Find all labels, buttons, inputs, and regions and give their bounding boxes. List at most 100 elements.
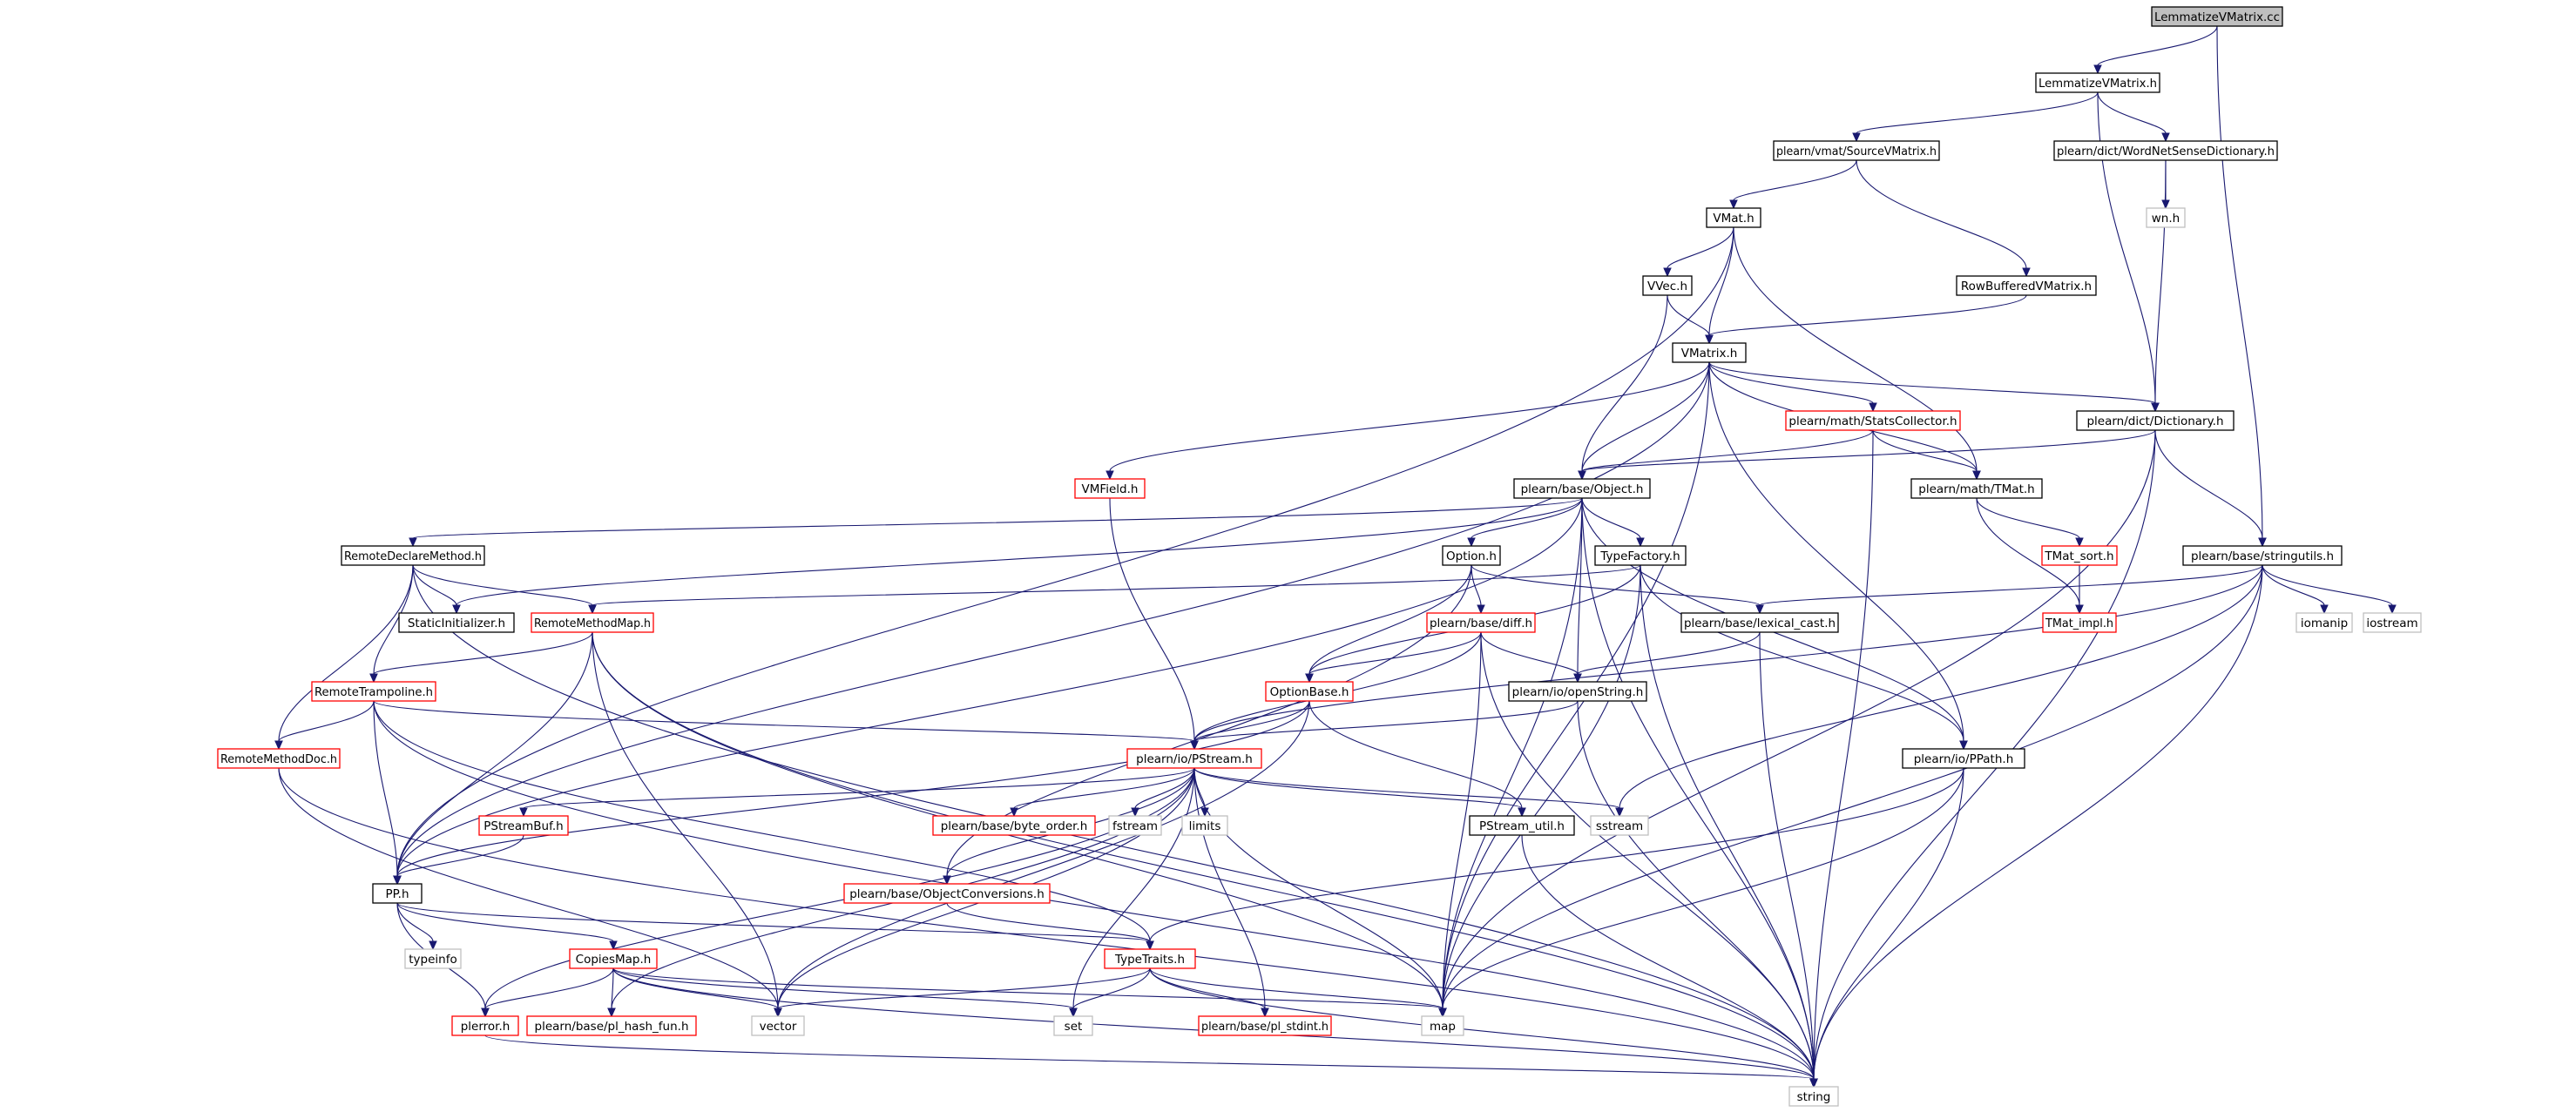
node-plerror[interactable]: plerror.h	[451, 1015, 519, 1036]
node-box	[1442, 545, 1501, 566]
node-source-vmatrix[interactable]: plearn/vmat/SourceVMatrix.h	[1773, 140, 1940, 161]
node-label: PStreamBuf.h	[483, 819, 563, 833]
node-box	[526, 1015, 697, 1036]
node-box	[2295, 612, 2353, 633]
node-label: PP.h	[385, 887, 409, 901]
node-row-buffered[interactable]: RowBufferedVMatrix.h	[1956, 275, 2097, 296]
node-vmat[interactable]: VMat.h	[1706, 207, 1761, 228]
node-ppath[interactable]: plearn/io/PPath.h	[1902, 748, 2025, 769]
node-label: plearn/base/lexical_cast.h	[1684, 617, 1836, 630]
edge-stringutils-to-iomanip	[2262, 564, 2329, 615]
node-vmfield[interactable]: VMField.h	[1074, 478, 1146, 499]
node-box	[1788, 1086, 1839, 1107]
node-label: RemoteTrampoline.h	[314, 685, 433, 699]
node-pstream[interactable]: plearn/io/PStream.h	[1126, 748, 1262, 769]
node-vmatrix[interactable]: VMatrix.h	[1672, 342, 1747, 363]
node-remote-trampoline[interactable]: RemoteTrampoline.h	[311, 681, 436, 702]
node-static-initializer[interactable]: StaticInitializer.h	[398, 612, 515, 633]
node-type-factory[interactable]: TypeFactory.h	[1594, 545, 1687, 566]
edge-option-base-to-pstream	[1190, 700, 1310, 751]
node-option[interactable]: Option.h	[1442, 545, 1501, 566]
edge-vvec-to-object	[1578, 294, 1668, 481]
node-box	[1181, 815, 1228, 836]
edge-pstream-buf-to-pp	[393, 834, 524, 886]
node-dictionary[interactable]: plearn/dict/Dictionary.h	[2076, 410, 2235, 431]
node-pl-hash-fun[interactable]: plearn/base/pl_hash_fun.h	[526, 1015, 697, 1036]
node-label: RemoteMethodDoc.h	[220, 752, 337, 766]
edge-source-vmatrix-to-vmat	[1729, 159, 1857, 210]
node-tmat-sort[interactable]: TMat_sort.h	[2041, 545, 2118, 566]
node-tmat-impl[interactable]: TMat_impl.h	[2042, 612, 2117, 633]
node-vvec[interactable]: VVec.h	[1642, 275, 1693, 296]
node-pstream-util[interactable]: PStream_util.h	[1469, 815, 1575, 836]
edge-object-conversions-to-type-traits	[946, 902, 1154, 951]
node-label: TMat_impl.h	[2045, 617, 2113, 630]
node-diff[interactable]: plearn/base/diff.h	[1426, 612, 1536, 633]
node-box	[843, 883, 1051, 904]
node-copies-map[interactable]: CopiesMap.h	[569, 948, 658, 969]
node-box	[1706, 207, 1761, 228]
node-label: fstream	[1112, 819, 1158, 833]
node-box	[2363, 612, 2422, 633]
node-box	[531, 612, 654, 633]
node-box	[1902, 748, 2025, 769]
node-type-traits[interactable]: TypeTraits.h	[1104, 948, 1196, 969]
node-pp[interactable]: PP.h	[372, 883, 423, 904]
node-box	[1198, 1015, 1332, 1036]
node-label: plearn/base/pl_stdint.h	[1201, 1020, 1329, 1034]
edges-layer	[274, 25, 2397, 1088]
node-label: vector	[760, 1020, 797, 1034]
edge-option-base-to-vector	[774, 700, 1310, 1018]
edge-stringutils-to-sstream	[1615, 564, 2263, 818]
node-lexical-cast[interactable]: plearn/base/lexical_cast.h	[1680, 612, 1839, 633]
edge-option-to-lexical-cast	[1471, 564, 1764, 615]
node-open-string[interactable]: plearn/io/openString.h	[1508, 681, 1647, 702]
node-vector: vector	[751, 1015, 805, 1036]
node-box	[1910, 478, 2043, 499]
node-byte-order[interactable]: plearn/base/byte_order.h	[932, 815, 1096, 836]
node-stats-collector[interactable]: plearn/math/StatsCollector.h	[1785, 410, 1961, 431]
node-remote-method-doc[interactable]: RemoteMethodDoc.h	[217, 748, 341, 769]
node-stringutils[interactable]: plearn/base/stringutils.h	[2182, 545, 2343, 566]
node-box	[2041, 545, 2118, 566]
node-object[interactable]: plearn/base/Object.h	[1513, 478, 1651, 499]
node-label: iomanip	[2301, 617, 2348, 630]
node-object-conversions[interactable]: plearn/base/ObjectConversions.h	[843, 883, 1051, 904]
node-label: plearn/base/Object.h	[1521, 482, 1644, 496]
node-box	[1126, 748, 1262, 769]
node-pstream-buf[interactable]: PStreamBuf.h	[478, 815, 569, 836]
node-box	[1265, 681, 1354, 702]
edge-pstream-util-to-string	[1521, 834, 1818, 1088]
node-option-base[interactable]: OptionBase.h	[1265, 681, 1354, 702]
node-remote-method-map[interactable]: RemoteMethodMap.h	[531, 612, 654, 633]
node-label: CopiesMap.h	[576, 953, 652, 967]
node-box	[1421, 1015, 1464, 1036]
node-label: plearn/vmat/SourceVMatrix.h	[1776, 145, 1937, 158]
node-remote-declare-method[interactable]: RemoteDeclareMethod.h	[341, 545, 485, 566]
node-string: string	[1788, 1086, 1839, 1107]
node-typeinfo: typeinfo	[404, 948, 462, 969]
node-label: RemoteMethodMap.h	[534, 617, 651, 630]
node-box	[1426, 612, 1536, 633]
edge-object-to-remote-declare-method	[409, 497, 1583, 548]
node-tmat[interactable]: plearn/math/TMat.h	[1910, 478, 2043, 499]
edge-object-to-type-factory	[1581, 497, 1645, 548]
node-box	[1594, 545, 1687, 566]
edge-lemmatize-vmatrix-h-to-source-vmatrix	[1852, 91, 2099, 143]
node-box	[1773, 140, 1940, 161]
node-label: VMat.h	[1713, 212, 1754, 226]
edge-lemmatize-vmatrix-h-to-word-net-sense	[2097, 91, 2170, 143]
edge-ppath-to-map	[1438, 767, 1964, 1018]
edge-pp-to-copies-map	[396, 902, 618, 951]
node-box	[1672, 342, 1747, 363]
node-box	[1590, 815, 1649, 836]
edge-pstream-to-pstream-buf	[519, 767, 1195, 818]
node-lemmatize-vmatrix-cc[interactable]: LemmatizeVMatrix.cc	[2151, 6, 2283, 27]
node-lemmatize-vmatrix-h[interactable]: LemmatizeVMatrix.h	[2035, 72, 2160, 93]
node-word-net-sense[interactable]: plearn/dict/WordNetSenseDictionary.h	[2053, 140, 2278, 161]
edge-copies-map-to-plerror	[481, 967, 614, 1018]
edge-vmat-to-vmatrix	[1705, 226, 1734, 345]
node-pl-stdint[interactable]: plearn/base/pl_stdint.h	[1198, 1015, 1332, 1036]
